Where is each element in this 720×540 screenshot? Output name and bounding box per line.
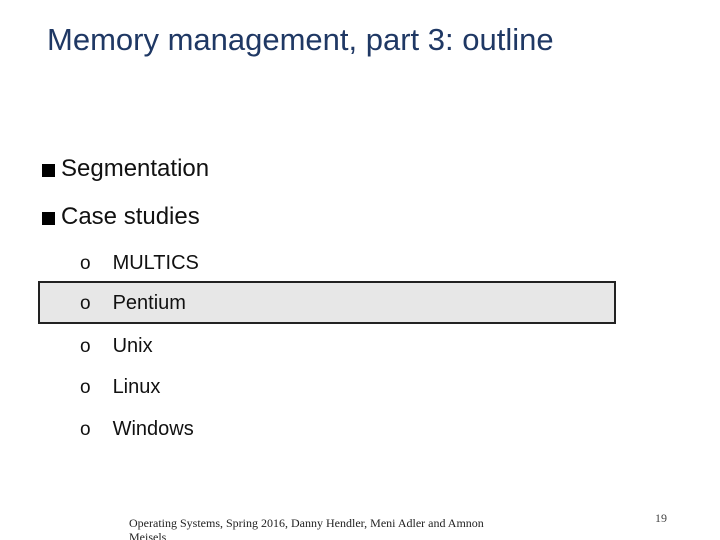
square-bullet-icon: [42, 211, 55, 225]
square-bullet-icon: [42, 163, 55, 177]
page-number: 19: [655, 511, 667, 525]
highlight-box: [38, 281, 616, 324]
bullet-label: Segmentation: [61, 155, 210, 182]
sub-bullet-linux: o Linux: [80, 376, 160, 399]
slide-footer: Operating Systems, Spring 2016, Danny He…: [129, 516, 484, 540]
circle-bullet-icon: o: [80, 377, 91, 398]
sub-bullet-multics: o MULTICS: [80, 252, 199, 275]
sub-bullet-label: Pentium: [112, 292, 186, 314]
circle-bullet-icon: o: [80, 293, 91, 314]
sub-bullet-label: Unix: [112, 335, 153, 357]
sub-bullet-label: MULTICS: [112, 252, 199, 274]
circle-bullet-icon: o: [80, 253, 91, 274]
sub-bullet-windows: o Windows: [80, 418, 194, 441]
bullet-segmentation: Segmentation: [42, 155, 209, 183]
circle-bullet-icon: o: [80, 419, 91, 440]
sub-bullet-pentium: o Pentium: [80, 292, 186, 315]
sub-bullet-label: Windows: [112, 418, 194, 440]
bullet-label: Case studies: [61, 203, 200, 230]
sub-bullet-unix: o Unix: [80, 335, 153, 358]
sub-bullet-label: Linux: [112, 376, 161, 398]
bullet-case-studies: Case studies: [42, 203, 200, 231]
circle-bullet-icon: o: [80, 336, 91, 357]
slide-title: Memory management, part 3: outline: [47, 22, 554, 57]
